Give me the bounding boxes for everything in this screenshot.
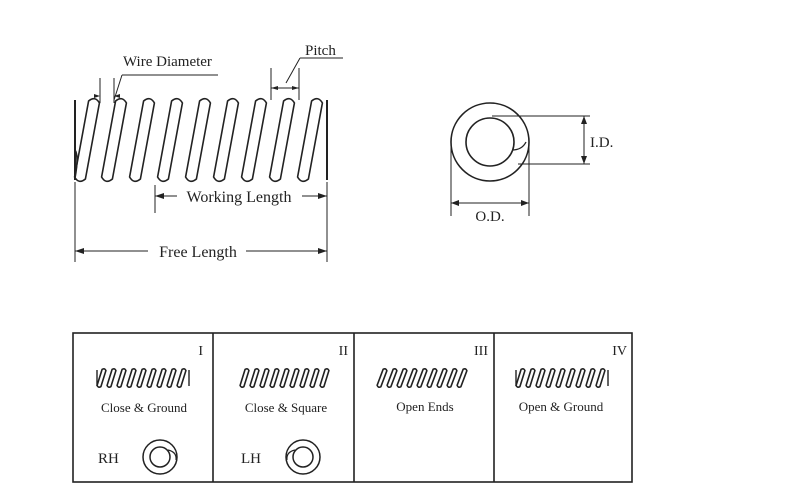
- right-hand-label: RH: [98, 451, 119, 467]
- end-type-caption: Close & Square: [245, 400, 328, 415]
- inner-diameter-label: I.D.: [590, 135, 613, 151]
- table-border: [72, 332, 633, 483]
- mini-spring-coil: [96, 367, 107, 389]
- spring-coils: [73, 97, 324, 183]
- pitch-label: Pitch: [305, 43, 336, 59]
- mini-spring-coil: [446, 367, 458, 389]
- pitch-callout: Pitch: [270, 43, 343, 100]
- mini-spring-coil: [426, 367, 438, 389]
- working-length-label: Working Length: [187, 189, 292, 206]
- mini-spring-coil: [555, 367, 566, 389]
- mini-spring-coil: [116, 367, 127, 389]
- mini-spring-coil: [146, 367, 157, 389]
- mini-spring-coil: [156, 367, 167, 389]
- mini-spring-coil: [456, 367, 468, 389]
- free-length-label: Free Length: [159, 244, 237, 261]
- mini-spring-coil: [416, 367, 428, 389]
- mini-spring-coil: [525, 367, 536, 389]
- mini-spring-coil: [136, 367, 147, 389]
- mini-spring-coil: [259, 367, 270, 389]
- main-spring-drawing: [73, 97, 328, 183]
- mini-spring-coil: [515, 367, 526, 389]
- mini-spring-coil: [239, 367, 250, 389]
- spring-coil: [100, 97, 128, 183]
- wire-diameter-label: Wire Diameter: [123, 54, 212, 70]
- free-length-dimension: Free Length: [74, 182, 328, 262]
- spring-coil: [212, 97, 240, 183]
- outer-diameter-label: O.D.: [475, 209, 504, 225]
- mini-spring-coil: [595, 367, 606, 389]
- left-hand-label: LH: [241, 451, 261, 467]
- mini-spring-coil: [269, 367, 280, 389]
- mini-spring-coil: [575, 367, 586, 389]
- spring-coil: [240, 97, 268, 183]
- end-type-caption: Close & Ground: [101, 400, 187, 415]
- end-type-spring-icon: [239, 367, 330, 389]
- spring-coil: [128, 97, 156, 183]
- end-type-caption: Open & Ground: [519, 399, 604, 414]
- end-type-spring-icon: [96, 367, 190, 389]
- right-hand-winding-icon: [142, 439, 178, 475]
- ring-diagram: I.D. O.D.: [450, 102, 613, 225]
- spring-coil: [73, 97, 101, 183]
- outer-diameter-circle: [450, 102, 530, 182]
- left-hand-winding-icon: [285, 439, 321, 475]
- end-type-numeral: II: [339, 344, 349, 359]
- working-length-dimension: Working Length: [154, 185, 327, 213]
- end-type-spring-icons: [96, 367, 609, 389]
- mini-spring-coil: [406, 367, 418, 389]
- mini-spring-coil: [585, 367, 596, 389]
- end-types-table: I II III IV Close & Ground Close & Squar…: [72, 332, 633, 483]
- mini-spring-coil: [289, 367, 300, 389]
- mini-spring-coil: [565, 367, 576, 389]
- end-type-numeral: IV: [612, 344, 627, 359]
- end-type-numeral: III: [474, 344, 488, 359]
- mini-spring-coil: [279, 367, 290, 389]
- spring-coil: [156, 97, 184, 183]
- end-type-spring-icon: [376, 367, 468, 389]
- mini-spring-coil: [376, 367, 388, 389]
- mini-spring-coil: [545, 367, 556, 389]
- mini-spring-coil: [436, 367, 448, 389]
- mini-spring-coil: [396, 367, 408, 389]
- mini-spring-coil: [166, 367, 177, 389]
- mini-spring-coil: [249, 367, 260, 389]
- mini-spring-coil: [386, 367, 398, 389]
- wire-end-mark: [511, 141, 527, 151]
- mini-spring-coil: [319, 367, 330, 389]
- mini-spring-coil: [176, 367, 187, 389]
- wire-diameter-callout: Wire Diameter: [94, 54, 218, 103]
- spring-coil: [268, 97, 296, 183]
- spring-coil: [296, 97, 324, 183]
- mini-spring-coil: [126, 367, 137, 389]
- end-type-caption: Open Ends: [396, 399, 453, 414]
- end-type-spring-icon: [515, 367, 609, 389]
- spring-end-stub: [74, 149, 78, 179]
- end-type-numeral: I: [198, 344, 203, 359]
- mini-spring-coil: [106, 367, 117, 389]
- mini-spring-coil: [535, 367, 546, 389]
- inner-diameter-circle: [465, 117, 515, 167]
- spring-coil: [184, 97, 212, 183]
- mini-spring-coil: [299, 367, 310, 389]
- mini-spring-coil: [309, 367, 320, 389]
